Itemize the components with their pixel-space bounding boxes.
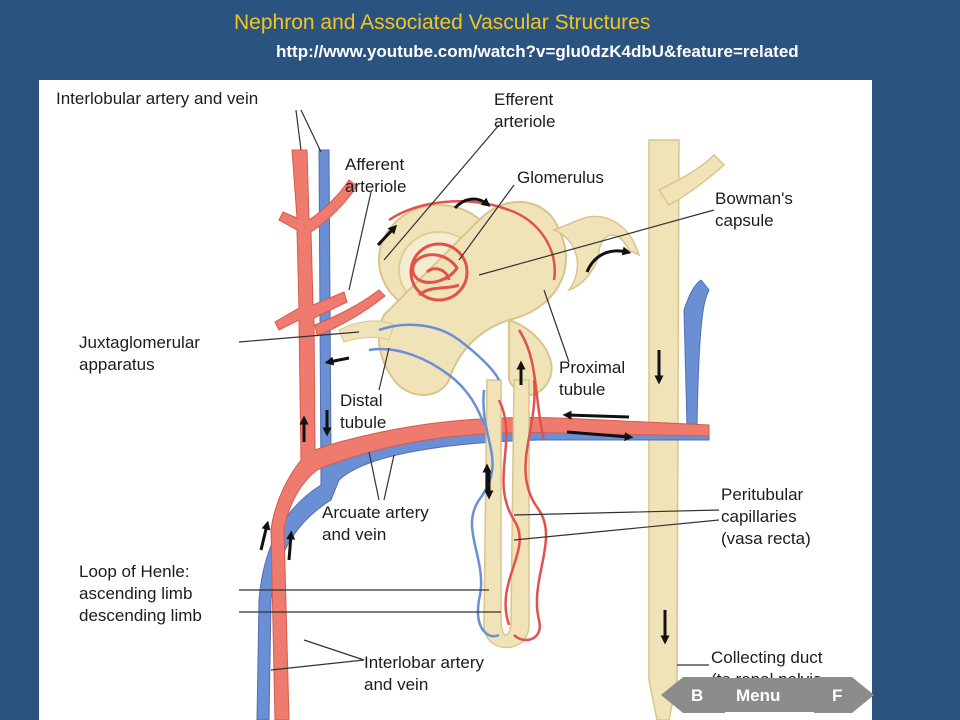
video-link[interactable]: http://www.youtube.com/watch?v=glu0dzK4d… bbox=[276, 42, 799, 61]
label-arcuate-artery-vein: Arcuate artery and vein bbox=[322, 503, 429, 544]
peritubular-capillaries bbox=[368, 200, 557, 642]
label-efferent-arteriole: Efferent arteriole bbox=[494, 90, 556, 131]
menu-button-label: Menu bbox=[736, 686, 781, 705]
label-loop-of-henle: Loop of Henle: ascending limb descending… bbox=[79, 562, 202, 625]
artery-vessels bbox=[270, 149, 710, 720]
nephron-diagram: Interlobular artery and vein Efferent ar… bbox=[39, 80, 872, 720]
label-peritubular-capillaries: Peritubular capillaries (vasa recta) bbox=[721, 485, 811, 548]
glomerulus-capillaries bbox=[409, 242, 469, 302]
nephron-illustration bbox=[238, 109, 726, 720]
label-leader-lines bbox=[238, 109, 720, 671]
menu-button[interactable]: Menu bbox=[722, 678, 818, 712]
label-distal-tubule: Distal tubule bbox=[340, 391, 387, 432]
label-glomerulus: Glomerulus bbox=[517, 168, 604, 187]
label-interlobular-artery-vein: Interlobular artery and vein bbox=[56, 89, 259, 108]
label-juxtaglomerular-apparatus: Juxtaglomerular apparatus bbox=[79, 333, 200, 374]
label-interlobar-artery-vein: Interlobar artery and vein bbox=[364, 653, 484, 694]
forward-button-label: F bbox=[832, 686, 843, 705]
slide-title: Nephron and Associated Vascular Structur… bbox=[234, 11, 651, 34]
label-afferent-arteriole: Afferent arteriole bbox=[345, 155, 407, 196]
flow-arrows bbox=[259, 197, 670, 645]
label-bowmans-capsule: Bowman's capsule bbox=[715, 189, 793, 230]
forward-arrow-icon bbox=[814, 677, 874, 713]
back-arrow-icon bbox=[661, 677, 725, 713]
back-button[interactable]: B bbox=[661, 675, 725, 715]
back-button-label: B bbox=[691, 686, 704, 705]
forward-button[interactable]: F bbox=[814, 675, 874, 715]
label-proximal-tubule: Proximal tubule bbox=[559, 358, 626, 399]
